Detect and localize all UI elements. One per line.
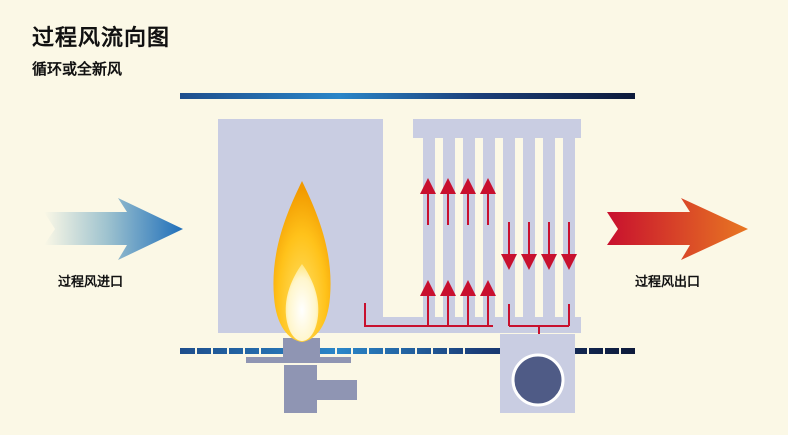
diagram-title: 过程风流向图 [32, 26, 171, 51]
burner-assembly [246, 338, 357, 413]
outlet-label: 过程风出口 [635, 275, 701, 290]
top-duct-bar [180, 93, 635, 99]
inlet-label: 过程风进口 [58, 275, 124, 290]
inlet-arrow-icon [44, 198, 183, 260]
flame-icon [273, 181, 331, 342]
flow-path [364, 178, 577, 357]
bottom-duct-bar [180, 348, 635, 354]
exchanger-top-plate [413, 119, 581, 138]
fan-icon [500, 334, 575, 413]
outlet-arrow-icon [607, 198, 748, 260]
exchanger-tubes [423, 138, 575, 317]
diagram-subtitle: 循环或全新风 [32, 60, 123, 78]
